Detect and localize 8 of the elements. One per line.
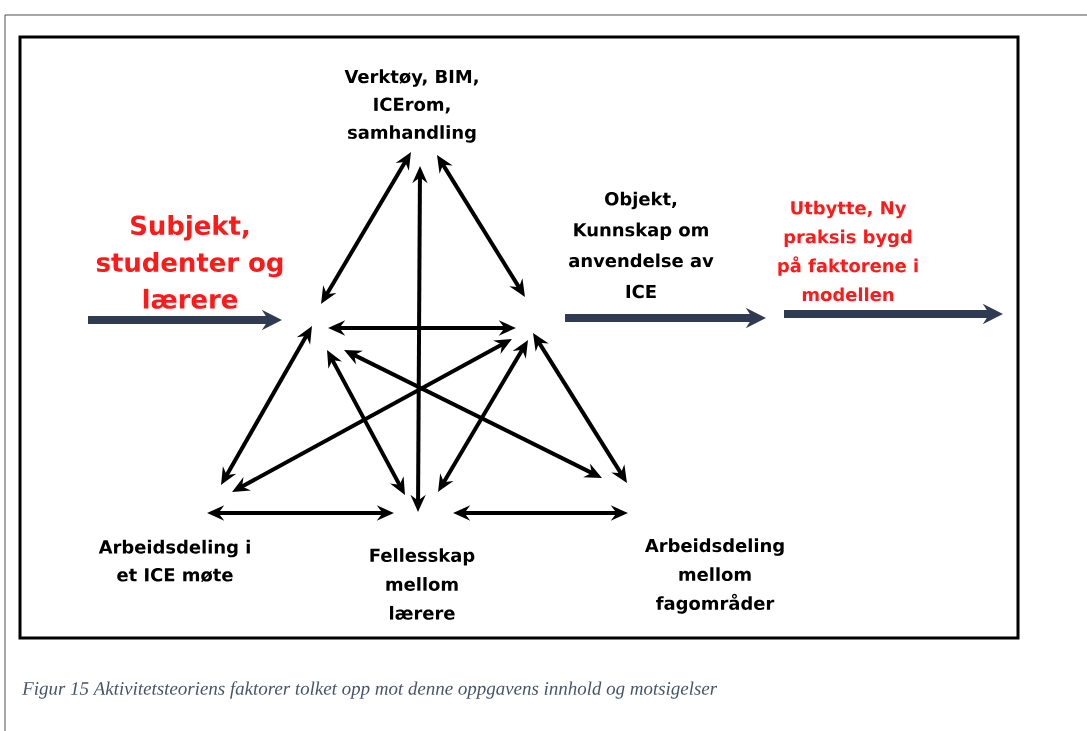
label-text: Verktøy, BIM, ICErom, samhandling — [344, 69, 478, 143]
label-text: Subjekt, studenter og lærere — [96, 215, 283, 309]
label-text: Arbeidsdeling mellom fagområder — [644, 538, 784, 614]
label-text: Fellesskap mellom lærere — [370, 548, 475, 620]
label-text: Utbytte, Ny praksis bygd på faktorene i modellen — [778, 200, 918, 302]
caption: Figur 15 Aktivitetsteoriens faktorer tolket opp mot denne oppgavens innhold og motsigelser — [22, 681, 718, 699]
label-text: Objekt, Kunnskap om anvendelse av ICE — [569, 191, 714, 299]
label-text: Arbeidsdeling i et ICE møte — [98, 539, 250, 583]
